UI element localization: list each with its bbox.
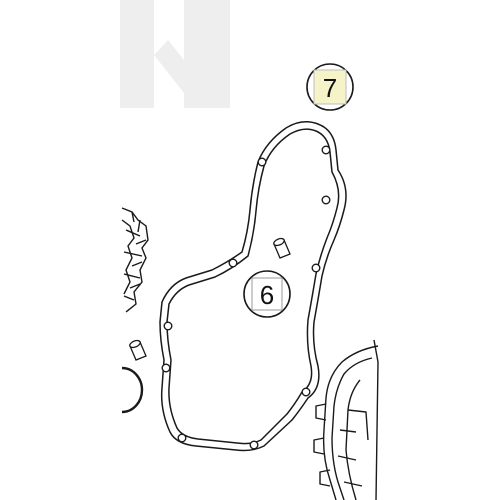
bolt-hole [177, 433, 187, 443]
partial-gear-left [121, 207, 149, 313]
gasket-bolt-holes [161, 145, 331, 450]
bolt-hole [163, 321, 173, 331]
callout-7: 7 [306, 63, 354, 111]
background-watermark [120, 0, 230, 108]
partial-ring-left [121, 366, 144, 414]
watermark-block-right [184, 0, 230, 108]
watermark-block-left [120, 0, 154, 108]
gasket-inner-edge [166, 128, 340, 445]
bolt-hole [321, 145, 331, 155]
bolt-hole [257, 157, 267, 167]
dowel-pin-lower [129, 339, 147, 361]
callout-6-number: 6 [260, 280, 274, 310]
partial-cover-right [313, 339, 379, 500]
bolt-hole [301, 387, 311, 397]
callout-6: 6 [243, 270, 291, 318]
bolt-hole [311, 263, 321, 273]
callout-7-highlight [313, 69, 347, 105]
bolt-hole [161, 363, 171, 373]
callout-7-number: 7 [323, 73, 337, 103]
dowel-pin-upper [273, 237, 291, 259]
gasket-outline [159, 121, 347, 452]
gasket-outer-edge [159, 121, 347, 452]
bolt-hole [321, 195, 331, 205]
bolt-hole [249, 440, 259, 450]
callout-6-box [251, 277, 283, 311]
bolt-hole [228, 258, 238, 268]
